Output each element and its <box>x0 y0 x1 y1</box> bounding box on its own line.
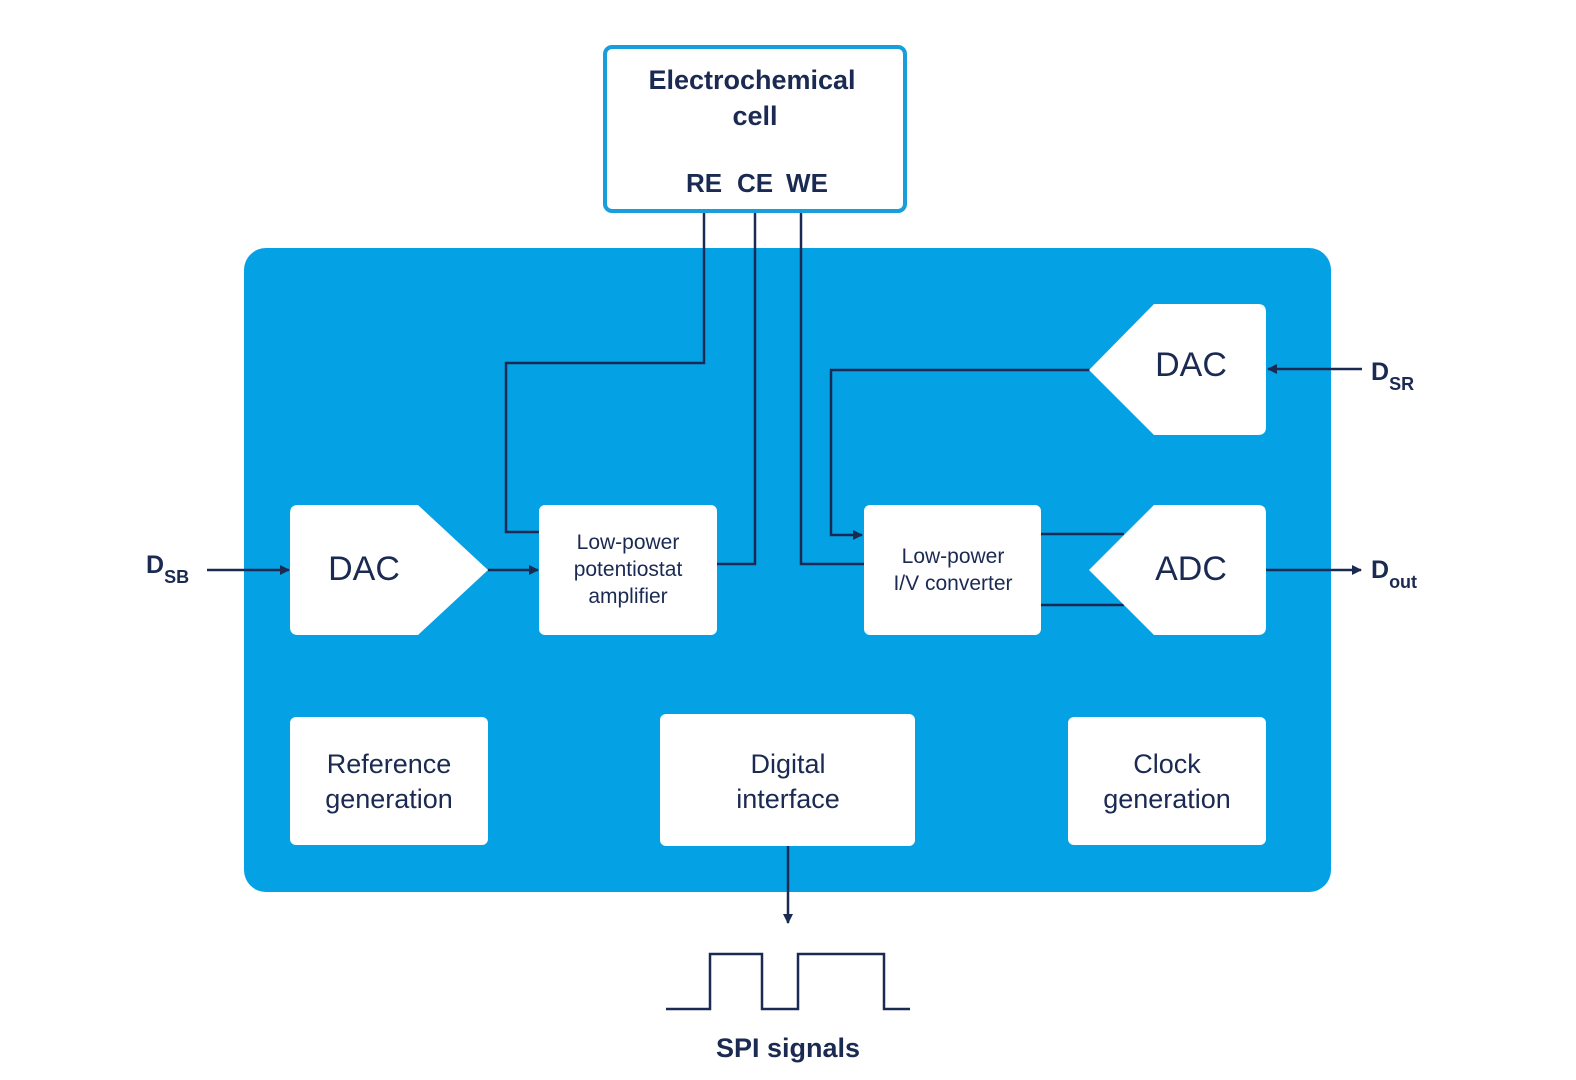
spi-signals-label: SPI signals <box>716 1033 860 1063</box>
signal-dsb-sub: SB <box>164 567 189 587</box>
signal-dsr-main: D <box>1371 358 1389 386</box>
cell-terminal-we: WE <box>786 168 828 198</box>
clock-label-line2: generation <box>1103 784 1231 814</box>
wire-dac-right-to-iv <box>829 368 1090 540</box>
cell-terminal-ce: CE <box>737 168 773 198</box>
dac-right-label: DAC <box>1155 346 1227 384</box>
dac-left-label: DAC <box>328 550 400 588</box>
signal-dsr-sub: SR <box>1389 374 1414 394</box>
digital-label-line1: Digital <box>750 749 825 779</box>
dac-left-block <box>290 505 488 635</box>
wire-we <box>799 213 864 566</box>
wire-ce <box>717 213 757 566</box>
spi-waveform <box>666 952 910 1011</box>
clock-generation-block <box>1068 717 1266 845</box>
adc-block <box>1089 505 1266 635</box>
potentiostat-label-line3: amplifier <box>588 585 667 608</box>
cell-title-line2: cell <box>732 101 777 131</box>
signal-dout-main: D <box>1371 556 1389 584</box>
cell-title-line1: Electrochemical <box>648 65 855 95</box>
signal-dsb: DSB <box>146 551 189 587</box>
dac-right-block <box>1089 304 1266 435</box>
iv-converter-label-line1: Low-power <box>902 545 1005 568</box>
chip-body <box>244 248 1331 892</box>
electrochemical-cell-box <box>603 45 907 213</box>
iv-converter-block <box>864 505 1041 635</box>
reference-generation-block <box>290 717 488 845</box>
signal-dout: Dout <box>1371 556 1417 592</box>
clock-label-line1: Clock <box>1133 749 1201 779</box>
signal-dout-sub: out <box>1389 572 1417 592</box>
digital-label-line2: interface <box>736 784 840 814</box>
adc-label: ADC <box>1155 550 1227 588</box>
cell-terminal-re: RE <box>686 168 722 198</box>
reference-label-line2: generation <box>325 784 453 814</box>
digital-interface-block <box>660 714 915 846</box>
potentiostat-label-line2: potentiostat <box>574 558 683 581</box>
reference-label-line1: Reference <box>327 749 452 779</box>
signal-dsr: DSR <box>1371 358 1414 394</box>
wire-re <box>504 213 706 534</box>
iv-converter-label-line2: I/V converter <box>893 572 1012 595</box>
potentiostat-block <box>539 505 717 635</box>
signal-dsb-main: D <box>146 551 164 579</box>
potentiostat-label-line1: Low-power <box>577 531 680 554</box>
wires <box>207 213 1362 924</box>
